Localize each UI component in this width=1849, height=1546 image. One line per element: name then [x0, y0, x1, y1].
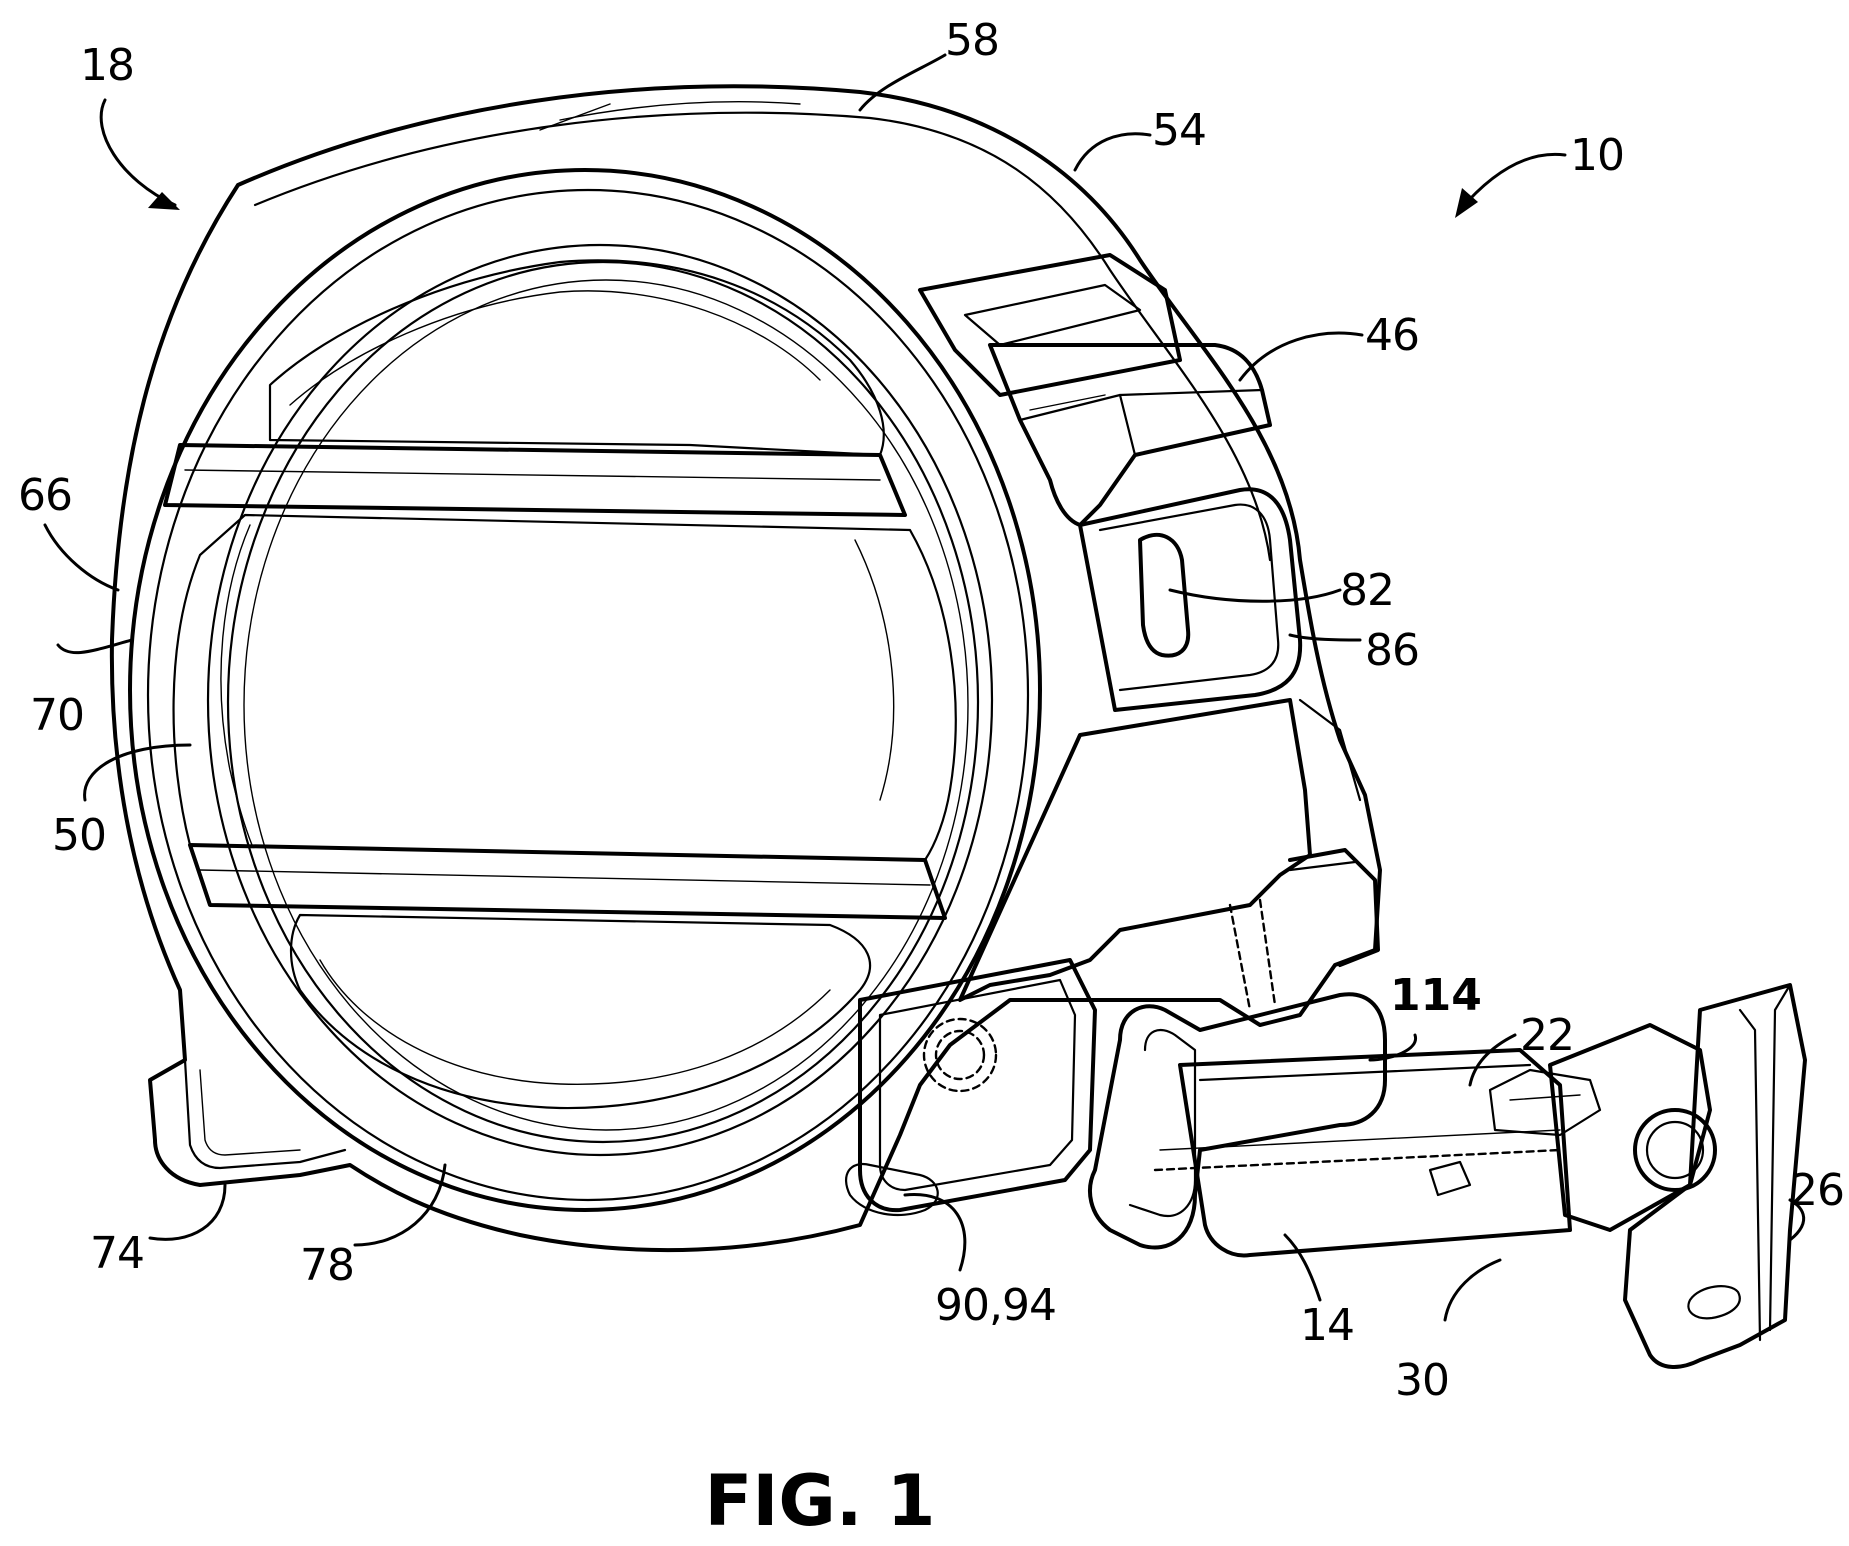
nose-upper-block-line: [1300, 700, 1360, 800]
housing-nose: [846, 700, 1378, 1215]
tape-mouth-ring-inner: [1130, 1030, 1195, 1216]
blade-screw: [1430, 1162, 1470, 1195]
lock-button-front: [1120, 395, 1135, 455]
ref-66: 66: [18, 470, 72, 521]
ref-46: 46: [1365, 310, 1419, 361]
tape-blade-stripe: [1160, 1130, 1560, 1150]
housing-top-highlight: [560, 102, 800, 120]
grip-center-window-curve-2: [855, 540, 894, 800]
nose-upper-block: [960, 700, 1310, 1000]
grip-upper-window: [270, 260, 884, 455]
leader-14: [1285, 1235, 1320, 1300]
side-grip: [130, 170, 1040, 1210]
housing-outer-shell: [112, 86, 1380, 1250]
leader-74: [150, 1185, 225, 1239]
grip-inner-ring-2: [228, 262, 978, 1142]
hook-clip: [1490, 1070, 1600, 1135]
ref-90-94: 90,94: [935, 1280, 1056, 1331]
ref-14: 14: [1300, 1300, 1354, 1351]
lock-slider-82: [1140, 535, 1188, 656]
lock-slot-frame-inner: [965, 285, 1140, 345]
leader-82: [1170, 590, 1340, 601]
grip-center-window-curve: [221, 525, 252, 845]
grip-lower-window-inner: [320, 960, 830, 1084]
leader-18: [101, 100, 175, 205]
figure-caption: FIG. 1: [705, 1460, 936, 1542]
grip-outer-ring: [130, 170, 1040, 1210]
hook-slot: [1688, 1286, 1739, 1318]
ref-50: 50: [52, 810, 106, 861]
leader-54: [1075, 134, 1150, 170]
ref-74: 74: [90, 1228, 144, 1279]
hook-clip-detail: [1510, 1095, 1580, 1100]
leader-lines: [45, 55, 1804, 1320]
ref-78: 78: [300, 1240, 354, 1291]
grip-center-window: [174, 515, 956, 860]
tape-measure-housing: [112, 86, 1380, 1250]
ref-58: 58: [945, 15, 999, 66]
ref-114: 114: [1390, 970, 1482, 1021]
tape-blade-top-edge: [1200, 1065, 1530, 1080]
tape-blade-stripe-2: [1155, 1150, 1560, 1170]
ref-82: 82: [1340, 565, 1394, 616]
leader-46: [1240, 333, 1362, 380]
nose-hatching: [1230, 905, 1250, 1010]
grip-lower-bar-line: [200, 870, 930, 885]
nose-step: [1290, 850, 1378, 965]
grip-lower-window: [291, 915, 870, 1108]
ref-26: 26: [1790, 1165, 1844, 1216]
lock-slot-frame: [920, 255, 1180, 395]
ref-70: 70: [30, 690, 84, 741]
ref-86: 86: [1365, 625, 1419, 676]
belt-clip-plate-inner: [880, 980, 1075, 1190]
fastener-90-94: [846, 1019, 996, 1215]
tape-mouth-ring: [1090, 994, 1385, 1247]
leader-30: [1445, 1260, 1500, 1320]
lock-slot-86-inner: [1100, 505, 1278, 690]
leader-22: [1470, 1035, 1515, 1085]
nose-hatching-2: [1260, 900, 1275, 1005]
grip-upper-bar-line: [185, 470, 880, 480]
ref-18: 18: [80, 40, 134, 91]
ref-10: 10: [1570, 130, 1624, 181]
grip-lower-bar: [190, 845, 945, 918]
grip-upper-bar: [165, 445, 905, 515]
grip-inner-ring: [208, 245, 992, 1155]
hook-end-26: [1625, 985, 1805, 1367]
hook-end-26-fold: [1740, 1010, 1760, 1340]
ref-54: 54: [1152, 105, 1206, 156]
housing-top-highlight-2: [540, 104, 610, 130]
lock-button-assembly: [920, 255, 1300, 710]
leader-66: [45, 525, 118, 590]
tape-blade-14: [1180, 1050, 1570, 1255]
ref-22: 22: [1520, 1010, 1574, 1061]
leader-58: [860, 55, 945, 110]
ref-30: 30: [1395, 1355, 1449, 1406]
grip-outer-ring-2: [148, 190, 1028, 1200]
hook-rivet-inner: [1647, 1122, 1703, 1178]
leader-70: [58, 640, 132, 653]
grip-upper-window-inner: [290, 291, 820, 405]
